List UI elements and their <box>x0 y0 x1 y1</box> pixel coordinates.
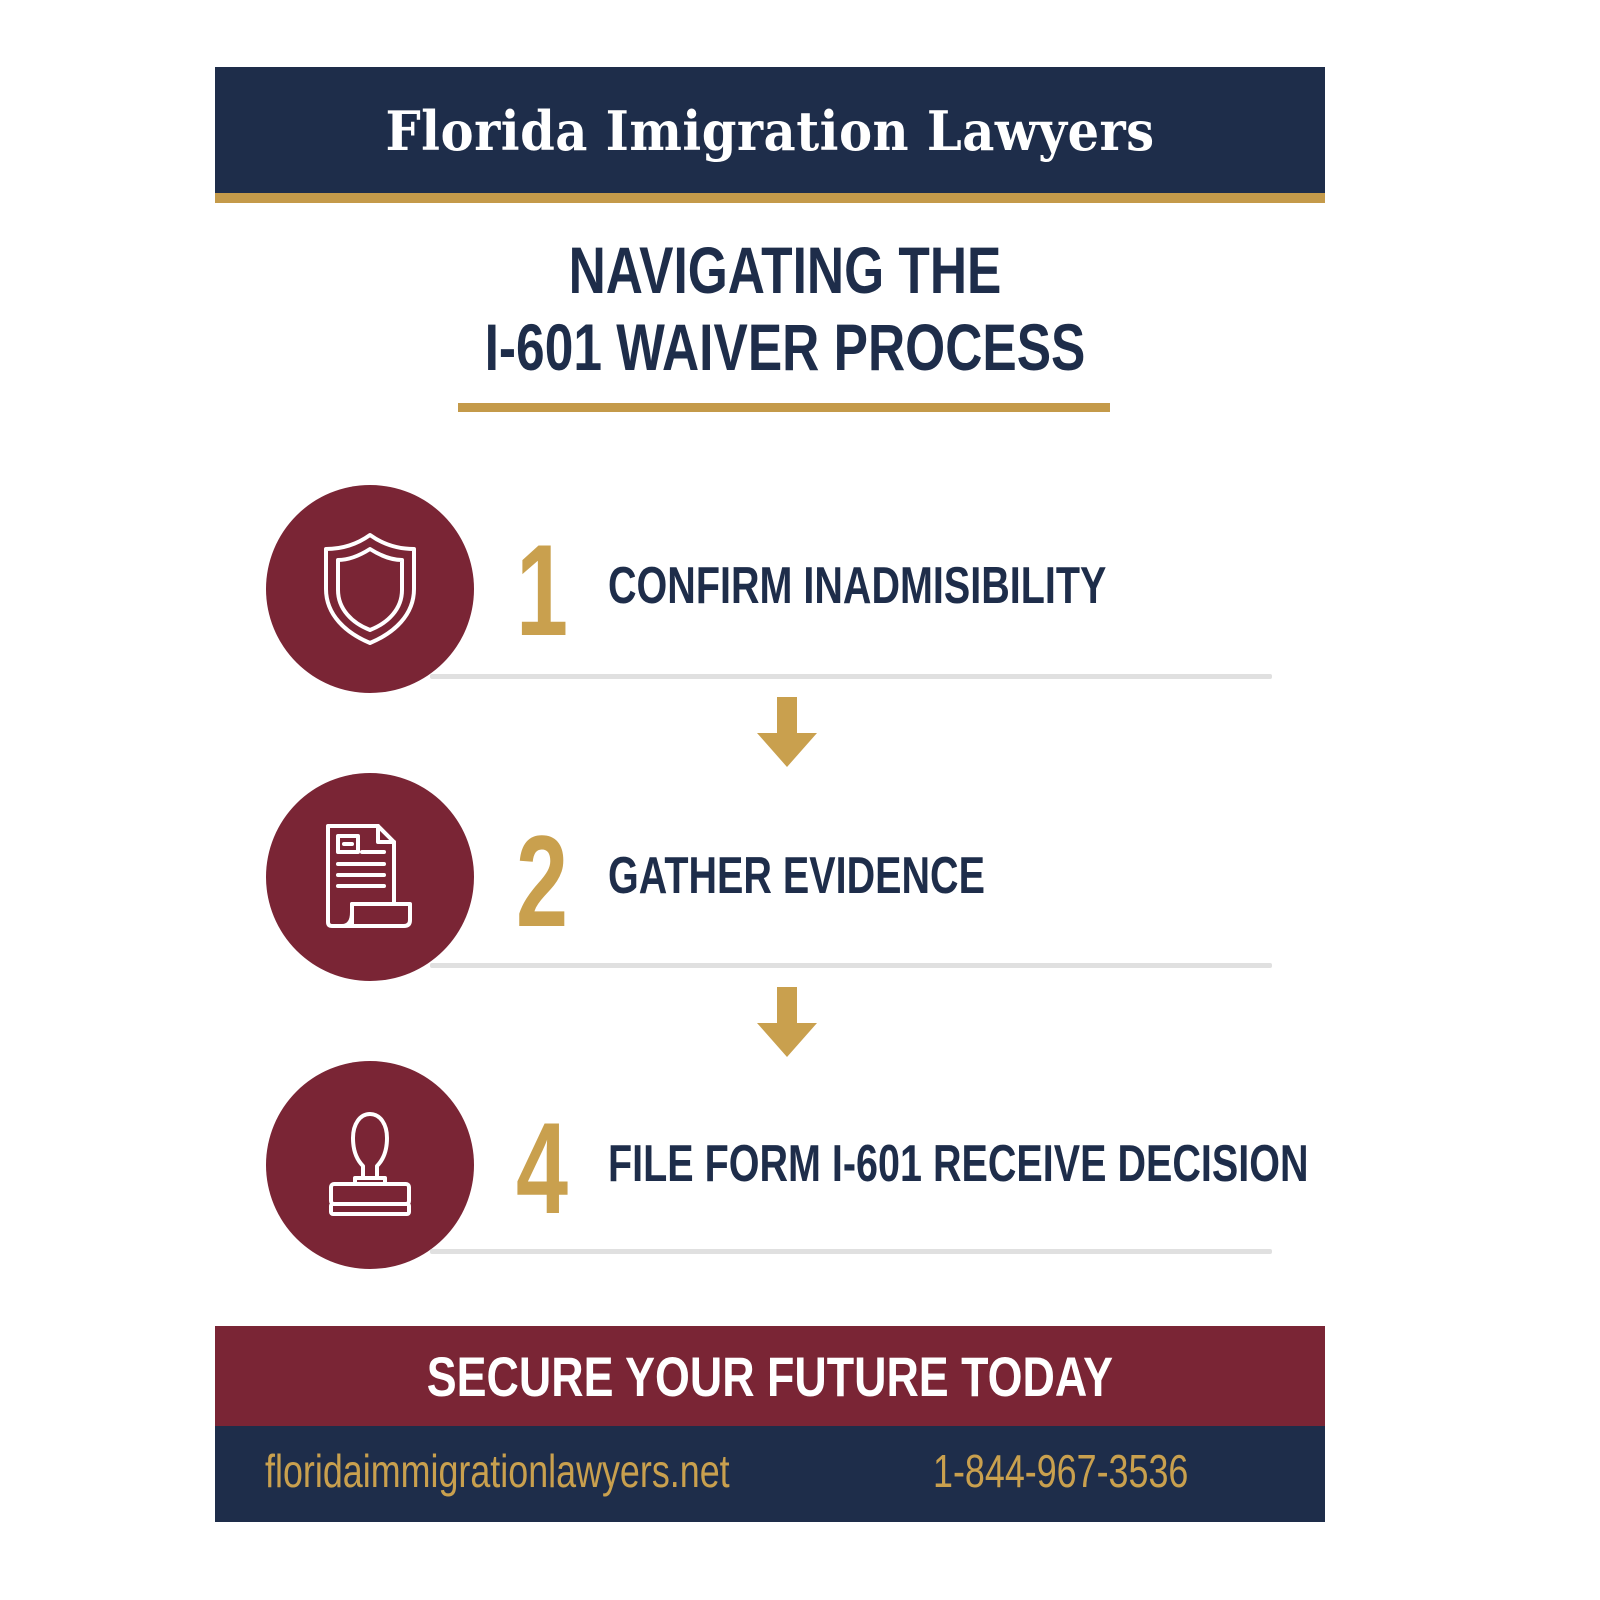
title-underline <box>458 403 1110 412</box>
step-1-label: CONFIRM INADMISIBILITY <box>608 557 1107 615</box>
cta-text: SECURE YOUR FUTURE TODAY <box>426 1344 1114 1408</box>
step-1-icon-circle <box>266 485 474 693</box>
header-gold-stripe <box>215 193 1325 203</box>
step-2-divider <box>430 963 1272 968</box>
stamp-icon <box>329 1112 411 1216</box>
page-title-line-1: NAVIGATING THE <box>568 233 1002 307</box>
step-3-number: 4 <box>516 1095 569 1241</box>
phone-link[interactable]: 1-844-967-3536 <box>933 1445 1189 1497</box>
step-3-label: FILE FORM I-601 RECEIVE DECISION <box>608 1135 1309 1193</box>
step-2-number: 2 <box>516 808 569 954</box>
step-3-divider <box>430 1249 1272 1254</box>
cta-banner: SECURE YOUR FUTURE TODAY <box>215 1326 1325 1426</box>
header-bar: Florida Imigration Lawyers <box>215 67 1325 193</box>
shield-icon <box>324 533 416 645</box>
arrow-down-icon <box>757 697 817 767</box>
footer-bar <box>215 1426 1325 1522</box>
document-icon <box>326 824 412 928</box>
step-1-divider <box>430 674 1272 679</box>
step-3-icon-circle <box>266 1061 474 1269</box>
arrow-down-icon <box>757 987 817 1057</box>
step-1-number: 1 <box>516 517 569 663</box>
page-title-line-2: I-601 WAIVER PROCESS <box>484 310 1086 384</box>
firm-name: Florida Imigration Lawyers <box>385 99 1155 163</box>
step-2-label: GATHER EVIDENCE <box>608 847 985 905</box>
website-link[interactable]: floridaimmigrationlawyers.net <box>265 1445 730 1497</box>
step-2-icon-circle <box>266 773 474 981</box>
